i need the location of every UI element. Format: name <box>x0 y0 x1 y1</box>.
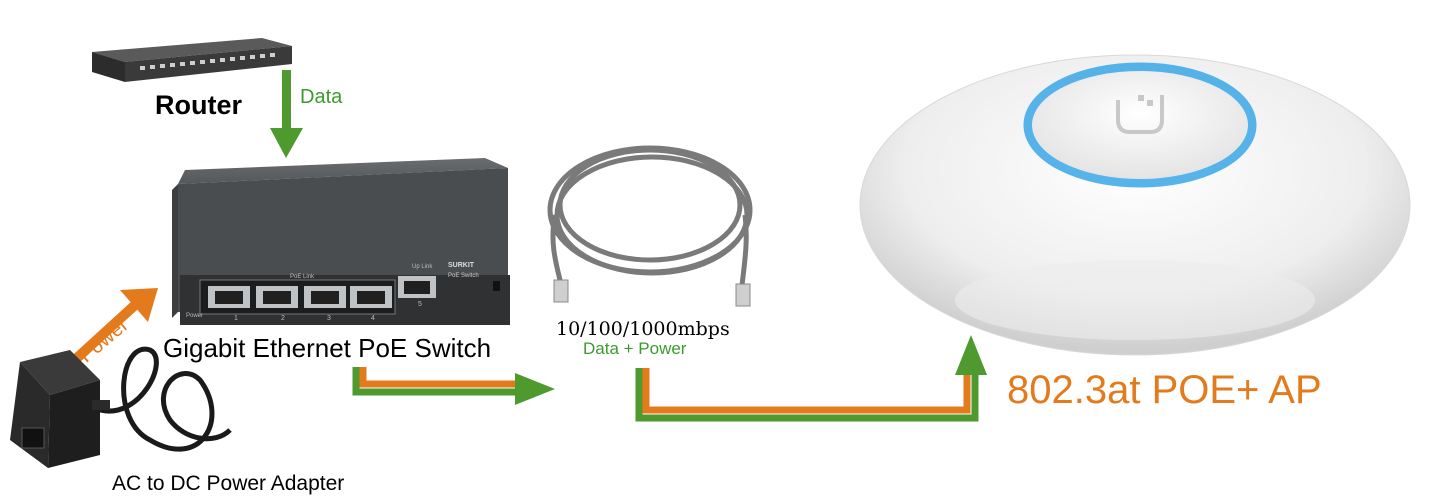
switch-brand-label: SURKIT <box>448 262 475 269</box>
adapter-label: AC to DC Power Adapter <box>112 472 345 495</box>
ubiquiti-logo-icon <box>1116 95 1164 134</box>
poe-switch-device: 1 2 3 4 5 <box>172 158 510 325</box>
port-number-3: 3 <box>327 315 331 322</box>
switch-ports <box>208 276 436 308</box>
data-power-label: Data + Power <box>583 339 687 358</box>
data-arrow-down <box>270 70 303 158</box>
port-number-4: 4 <box>371 315 375 322</box>
access-point-device <box>859 54 1411 356</box>
router-label: Router <box>155 90 242 120</box>
cable-to-ap-arrow <box>635 335 987 422</box>
switch-label: Gigabit Ethernet PoE Switch <box>163 333 492 363</box>
rj45-plug-right <box>735 283 751 307</box>
rj45-plug-left <box>553 279 569 303</box>
power-adapter-device <box>10 346 232 468</box>
ethernet-cable <box>547 145 753 286</box>
port-number-5: 5 <box>418 301 422 308</box>
poe-link-label: PoE Link <box>290 274 315 280</box>
data-label: Data <box>300 86 343 108</box>
switch-to-cable-arrow <box>352 367 555 405</box>
port-number-1: 1 <box>234 315 238 322</box>
up-link-label: Up Link <box>412 264 433 270</box>
power-led-label: Power <box>186 313 204 319</box>
switch-type-label: PoE Switch <box>448 273 479 279</box>
access-point-label: 802.3at POE+ AP <box>1007 368 1322 412</box>
speed-label: 10/100/1000mbps <box>556 318 730 340</box>
router-device <box>92 38 292 82</box>
port-number-2: 2 <box>281 315 285 322</box>
